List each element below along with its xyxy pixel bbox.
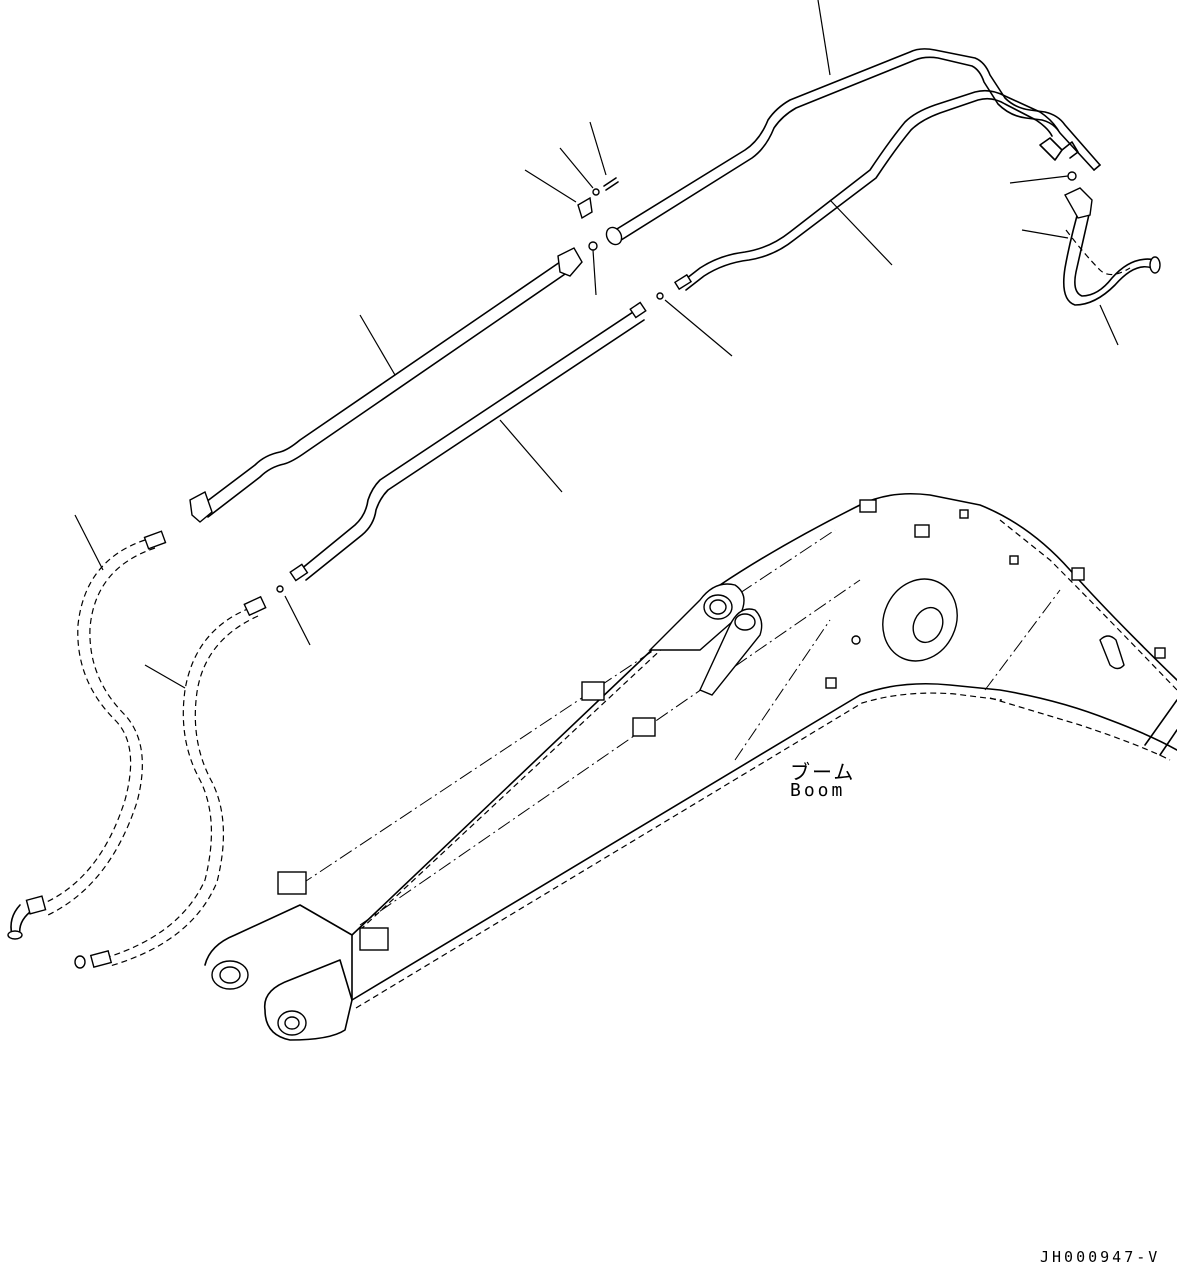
drawing-code: JH000947-V <box>1040 1248 1161 1266</box>
boom-label-japanese: ブーム <box>790 760 856 784</box>
left-hose-upper <box>7 530 167 940</box>
upper-steel-tube <box>605 48 1101 246</box>
middle-lower-tube <box>289 301 647 582</box>
right-hose <box>1062 187 1161 306</box>
boom-brackets <box>277 499 1166 951</box>
left-hose-lower <box>74 595 267 969</box>
second-steel-tube <box>673 89 1059 291</box>
boom-outline <box>204 492 1177 1041</box>
middle-upper-tube <box>189 247 583 523</box>
leader-lines <box>74 0 1119 689</box>
boom-label-english: Boom <box>790 780 846 801</box>
hardware-parts <box>276 171 1077 593</box>
